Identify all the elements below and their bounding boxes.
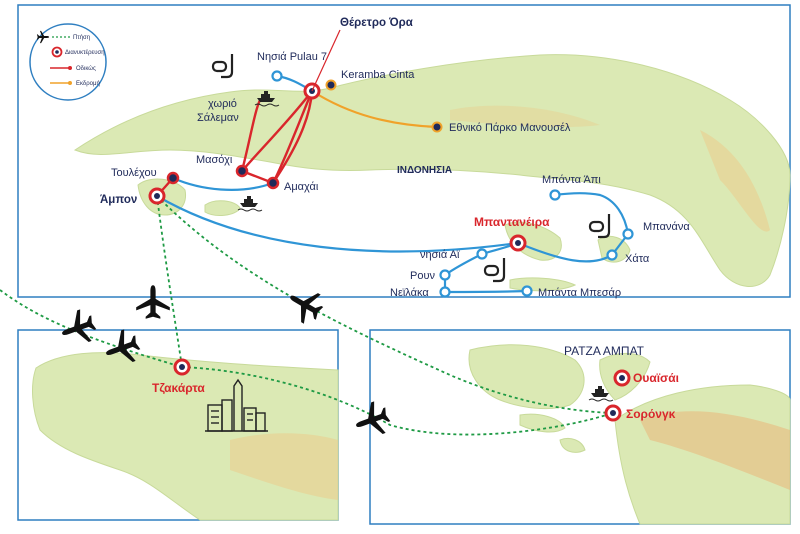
label-banda-api: Μπάντα Άπι <box>542 174 601 186</box>
java-land <box>32 352 339 521</box>
label-manusela: Εθνικό Πάρκο Μανουσέλ <box>449 122 571 134</box>
city-skyline-icon <box>205 378 268 432</box>
stop-jakarta <box>173 358 191 376</box>
road-stops <box>166 164 280 190</box>
label-salemen: Σάλεμαν <box>197 112 239 124</box>
label-raja-ampat: ΡΑΤΖΑ ΑΜΠΑΤ <box>564 344 645 358</box>
label-neilaka: Νεϊλάκα <box>390 287 429 299</box>
label-keramba: Keramba Cinta <box>341 69 415 81</box>
legend-flight-label: Πτήση <box>73 34 90 41</box>
land-masses <box>73 54 791 292</box>
label-hatta: Χάτα <box>625 253 650 265</box>
flight-routes <box>0 195 614 436</box>
label-run: Ρουν <box>410 270 435 282</box>
overnight-stops <box>148 82 631 422</box>
label-banda-besar: Μπάντα Μπεσάρ <box>538 287 621 299</box>
label-jakarta: Τζακάρτα <box>152 381 205 395</box>
label-waisai: Ουαϊσάι <box>633 371 679 385</box>
boat-routes <box>156 74 630 294</box>
stop-sorong <box>604 404 622 422</box>
label-bandaneira: Μπαντανέιρα <box>474 215 550 229</box>
legend: Πτήση Διανυκτέρευση Οδικώς Εκδρομή <box>29 23 107 101</box>
label-sorong: Σορόνγκ <box>626 407 676 421</box>
legend-excursion-label: Εκδρομή <box>76 80 100 87</box>
label-tulehu: Τουλέχου <box>111 167 157 179</box>
stop-waisai <box>613 369 631 387</box>
label-thereftro-ora: Θέρετρο Όρα <box>340 17 413 29</box>
legend-road-label: Οδικώς <box>76 66 96 72</box>
label-ai: νησιά Αϊ <box>420 249 460 261</box>
label-masohi: Μασόχι <box>196 154 233 166</box>
legend-overnight-label: Διανυκτέρευση <box>65 49 105 56</box>
label-salemen-village: χωριό <box>208 98 237 110</box>
label-ambon: Άμπον <box>100 194 137 206</box>
label-amahai: Αμαχάι <box>284 181 319 193</box>
stop-bandaneira <box>509 234 527 252</box>
label-indonesia: ΙΝΔΟΝΗΣΙΑ <box>397 165 452 176</box>
label-pulau7: Νησιά Pulau 7 <box>257 51 327 63</box>
label-banana: Μπανάνα <box>643 221 690 233</box>
excursion-routes <box>311 79 443 133</box>
label-pointer <box>311 29 341 92</box>
boat-stops <box>271 70 634 298</box>
stop-ambon <box>148 187 166 205</box>
